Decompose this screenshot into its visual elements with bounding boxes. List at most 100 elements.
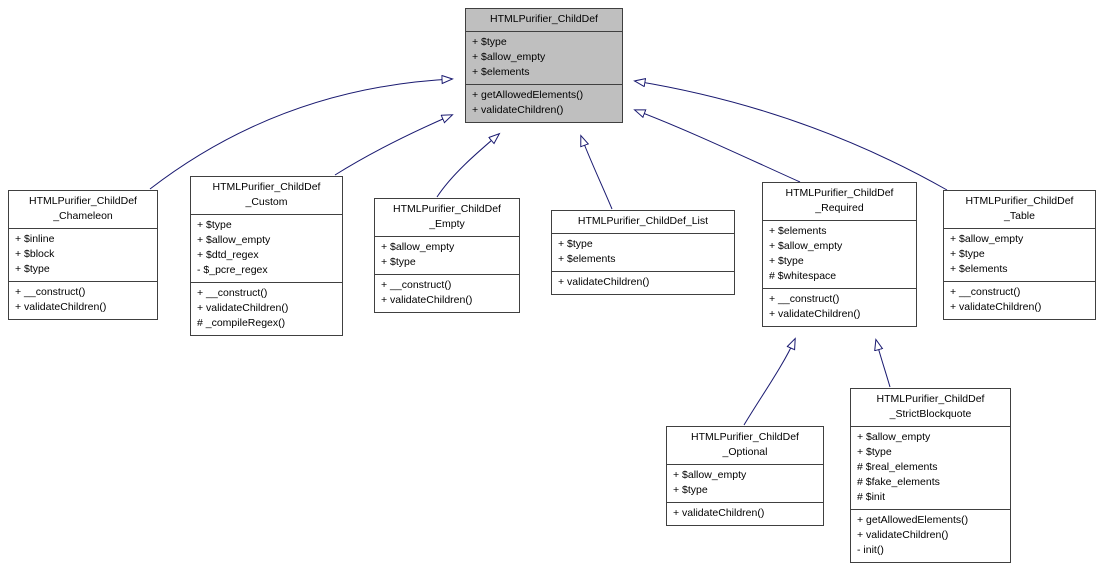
method: + validateChildren() xyxy=(15,301,107,313)
methods-section: + __construct() + validateChildren() # _co… xyxy=(191,283,342,335)
class-name-line: HTMLPurifier_ChildDef xyxy=(965,195,1074,207)
attributes-section: + $type + $elements xyxy=(552,234,734,272)
method: + getAllowedElements() xyxy=(857,514,969,526)
class-name-line: HTMLPurifier_ChildDef xyxy=(876,393,985,405)
edge-required-to-base xyxy=(635,110,801,183)
methods-section: + __construct() + validateChildren() xyxy=(763,289,916,326)
attributes-section: + $allow_empty + $type # $real_elements # $… xyxy=(851,427,1010,510)
attribute: # $whitespace xyxy=(769,270,837,282)
method: + validateChildren() xyxy=(857,529,949,541)
class-name: HTMLPurifier_ChildDef_List xyxy=(552,211,734,234)
attribute: + $type xyxy=(950,248,985,260)
class-name-line: HTMLPurifier_ChildDef xyxy=(785,187,894,199)
attribute: + $allow_empty xyxy=(950,233,1024,245)
class-name-line: _Required xyxy=(815,202,864,214)
class-box-strictblockquote[interactable]: HTMLPurifier_ChildDef_StrictBlockquote+ … xyxy=(850,388,1011,563)
method: + validateChildren() xyxy=(950,301,1042,313)
attribute: + $elements xyxy=(558,253,616,265)
edge-optional-to-required xyxy=(743,339,795,426)
class-name-line: _Table xyxy=(1004,210,1035,222)
class-name: HTMLPurifier_ChildDef _Table xyxy=(944,191,1095,229)
class-box-base[interactable]: HTMLPurifier_ChildDef + $type + $allow_emp… xyxy=(465,8,623,123)
attribute: + $type xyxy=(15,263,50,275)
attribute: + $type xyxy=(472,36,507,48)
class-name-line: _Optional xyxy=(722,446,768,458)
class-name-line: HTMLPurifier_ChildDef xyxy=(691,431,799,443)
class-name-line: _Custom xyxy=(245,196,288,208)
attributes-section: + $allow_empty + $type + $elements xyxy=(944,229,1095,282)
method: + __construct() xyxy=(197,287,268,299)
attribute: + $block xyxy=(15,248,55,260)
attribute: + $dtd_regex xyxy=(197,249,259,261)
attribute: # $init xyxy=(857,491,886,503)
class-box-list[interactable]: HTMLPurifier_ChildDef_List + $type + $elem… xyxy=(551,210,735,295)
attribute: + $type xyxy=(769,255,804,267)
class-name-line: _Chameleon xyxy=(53,210,113,222)
class-box-optional[interactable]: HTMLPurifier_ChildDef _Optional + $allow_e… xyxy=(666,426,824,526)
method: + validateChildren() xyxy=(673,507,765,519)
methods-section: + getAllowedElements() + validateChildren… xyxy=(466,85,622,122)
method: + validateChildren() xyxy=(197,302,289,314)
edge-chameleon-to-base xyxy=(149,79,452,190)
edge-list-to-base xyxy=(581,136,613,210)
class-name: HTMLPurifier_ChildDef _Optional xyxy=(667,427,823,465)
class-name-line: _Empty xyxy=(429,218,465,230)
attributes-section: + $type + $allow_empty + $elements xyxy=(466,32,622,85)
methods-section: + __construct() + validateChildren() xyxy=(944,282,1095,319)
class-box-chameleon[interactable]: HTMLPurifier_ChildDef _Chameleon + $inline… xyxy=(8,190,158,320)
method: + validateChildren() xyxy=(558,276,650,288)
attribute: + $type xyxy=(857,446,892,458)
methods-section: + getAllowedElements() + validateChildren… xyxy=(851,510,1010,562)
method: + validateChildren() xyxy=(472,104,564,116)
attribute: + $elements xyxy=(950,263,1008,275)
method: + __construct() xyxy=(15,286,86,298)
method: # _compileRegex() xyxy=(197,317,286,329)
attributes-section: + $allow_empty + $type xyxy=(375,237,519,275)
attribute: + $allow_empty xyxy=(857,431,931,443)
method: - init() xyxy=(857,544,884,556)
edge-empty-to-base xyxy=(436,134,499,198)
class-box-custom[interactable]: HTMLPurifier_ChildDef_Custom + $type + $al… xyxy=(190,176,343,336)
class-box-empty[interactable]: HTMLPurifier_ChildDef _Empty + $allow_empt… xyxy=(374,198,520,313)
methods-section: + __construct()+ validateChildren() xyxy=(375,275,519,312)
class-box-required[interactable]: HTMLPurifier_ChildDef _Required + $element… xyxy=(762,182,917,327)
method: + validateChildren() xyxy=(769,308,861,320)
attribute: + $elements xyxy=(769,225,827,237)
methods-section: + validateChildren() xyxy=(552,272,734,294)
attribute: + $type xyxy=(381,256,416,268)
attribute: + $type xyxy=(673,484,708,496)
attributes-section: + $type + $allow_empty + $dtd_regex - $_pcr… xyxy=(191,215,342,283)
class-name-line: HTMLPurifier_ChildDef xyxy=(29,195,137,207)
class-name: HTMLPurifier_ChildDef_StrictBlockquote xyxy=(851,389,1010,427)
attribute: + $allow_empty xyxy=(381,241,455,253)
attributes-section: + $elements+ $allow_empty+ $type# $white… xyxy=(763,221,916,289)
class-name: HTMLPurifier_ChildDef _Empty xyxy=(375,199,519,237)
class-name: HTMLPurifier_ChildDef xyxy=(466,9,622,32)
class-name-line: HTMLPurifier_ChildDef xyxy=(490,13,598,25)
attribute: # $real_elements xyxy=(857,461,938,473)
class-name-line: HTMLPurifier_ChildDef xyxy=(393,203,501,215)
attribute: + $inline xyxy=(15,233,55,245)
edge-table-to-base xyxy=(635,81,948,191)
attributes-section: + $allow_empty+ $type xyxy=(667,465,823,503)
methods-section: + validateChildren() xyxy=(667,503,823,525)
edge-strictblockquote-to-required xyxy=(876,340,891,388)
attribute: + $type xyxy=(558,238,593,250)
class-name: HTMLPurifier_ChildDef_Custom xyxy=(191,177,342,215)
method: + __construct() xyxy=(769,293,840,305)
class-name: HTMLPurifier_ChildDef _Chameleon xyxy=(9,191,157,229)
attribute: + $elements xyxy=(472,66,530,78)
method: + __construct() xyxy=(950,286,1021,298)
attribute: + $type xyxy=(197,219,232,231)
method: + validateChildren() xyxy=(381,294,473,306)
edge-custom-to-base xyxy=(334,115,452,176)
attribute: + $allow_empty xyxy=(472,51,546,63)
class-name: HTMLPurifier_ChildDef _Required xyxy=(763,183,916,221)
attribute: + $allow_empty xyxy=(197,234,271,246)
attribute: - $_pcre_regex xyxy=(197,264,268,276)
class-box-table[interactable]: HTMLPurifier_ChildDef _Table + $allow_empt… xyxy=(943,190,1096,320)
methods-section: + __construct() + validateChildren() xyxy=(9,282,157,319)
method: + getAllowedElements() xyxy=(472,89,584,101)
